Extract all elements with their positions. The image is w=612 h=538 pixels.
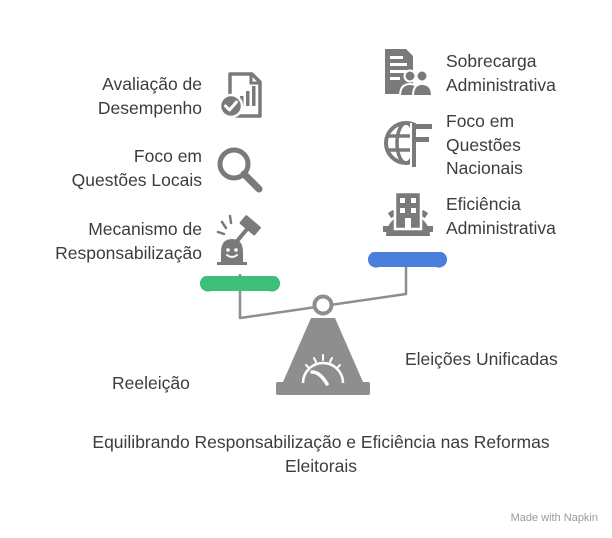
label-admin-efficiency-line2: Administrativa — [446, 217, 556, 238]
caption-line2: Eleitorais — [285, 456, 357, 476]
label-admin-overload-line2: Administrativa — [446, 74, 556, 95]
label-accountability-line1: Mecanismo de — [88, 219, 202, 239]
label-performance-review-line1: Avaliação de — [102, 74, 202, 94]
left-pan — [199, 276, 281, 292]
label-national-issues-line1: Foco em — [446, 111, 515, 131]
label-local-issues-line2: Questões Locais — [71, 169, 202, 190]
label-admin-overload-line1: Sobrecarga — [446, 51, 537, 71]
label-local-issues: Foco em Questões Locais — [72, 145, 202, 192]
label-admin-overload: Sobrecarga Administrativa — [446, 50, 556, 97]
diagram-caption: Equilibrando Responsabilização e Eficiên… — [0, 430, 612, 478]
performance-review-icon — [218, 72, 262, 119]
label-accountability: Mecanismo de Responsabilização — [55, 218, 202, 265]
caption-line1: Equilibrando Responsabilização e Eficiên… — [92, 432, 550, 452]
gavel-icon — [216, 214, 261, 265]
scale-stand — [283, 318, 363, 382]
globe-flag-icon — [384, 121, 436, 167]
scale-pivot — [312, 294, 334, 316]
label-performance-review: Avaliação de Desempenho — [98, 73, 202, 120]
label-reelection: Reeleição — [112, 373, 190, 393]
label-unified-elections: Eleições Unificadas — [405, 349, 558, 369]
scale-base — [276, 382, 370, 395]
label-admin-efficiency: Eficiência Administrativa — [446, 193, 556, 240]
napkin-watermark: Made with Napkin — [511, 512, 598, 524]
label-performance-review-line2: Desempenho — [97, 97, 202, 118]
watermark-text: Made with Napkin — [510, 512, 598, 524]
gear-building-icon — [383, 190, 433, 236]
label-national-issues: Foco em Questões Nacionais — [446, 110, 523, 181]
document-group-icon — [385, 49, 434, 97]
magnifier-icon — [217, 147, 263, 193]
label-national-issues-line2: Questões — [446, 134, 521, 155]
right-pan — [367, 252, 448, 268]
label-national-issues-line3: Nacionais — [446, 158, 523, 178]
scale-gauge-icon — [301, 354, 345, 386]
label-local-issues-line1: Foco em — [133, 146, 202, 166]
label-admin-efficiency-line1: Eficiência — [446, 194, 521, 214]
label-accountability-line2: Responsabilização — [55, 242, 202, 263]
